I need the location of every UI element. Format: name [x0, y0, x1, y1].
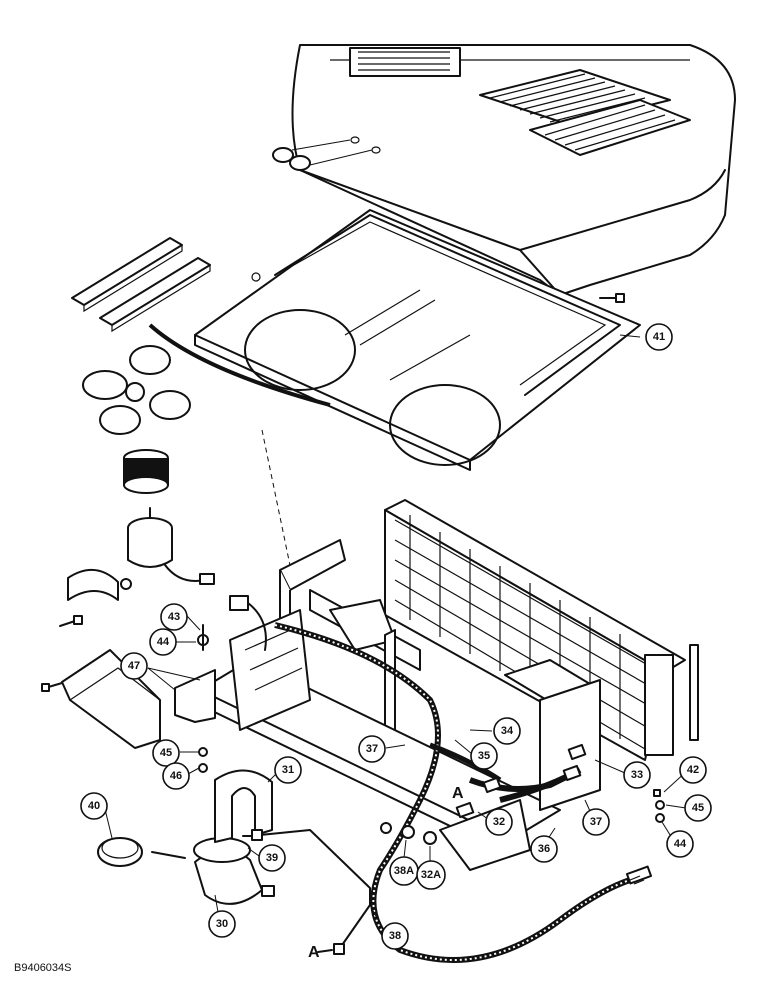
blower-motor: [127, 507, 215, 585]
section-mark-a-lower: A: [308, 944, 320, 961]
wire-connector: [625, 865, 653, 885]
fan-shroud-ring: [123, 449, 169, 494]
callout-39: 39: [258, 844, 286, 872]
callout-43: 43: [160, 603, 188, 631]
callout-42: 42: [679, 756, 707, 784]
right-bolt-set: [653, 789, 665, 823]
fan-blade: [82, 345, 191, 435]
section-mark-a-upper: A: [452, 785, 464, 802]
svg-text:46: 46: [170, 770, 182, 782]
callout-46: 46: [162, 762, 190, 790]
svg-text:38A: 38A: [394, 865, 414, 877]
svg-text:45: 45: [160, 747, 172, 759]
svg-text:44: 44: [157, 636, 170, 648]
harness-connector: [229, 595, 267, 651]
wire-harness-upper: [148, 323, 331, 407]
callout-44: 44: [149, 628, 177, 656]
callout-45: 45: [152, 739, 180, 767]
svg-text:33: 33: [631, 769, 643, 781]
callout-34: 34: [493, 717, 521, 745]
roof-knob-left: [272, 136, 381, 171]
callout-36: 36: [530, 835, 558, 863]
svg-text:40: 40: [88, 800, 100, 812]
svg-text:39: 39: [266, 852, 278, 864]
left-cover-panel: [41, 649, 161, 749]
callout-30: 30: [208, 910, 236, 938]
callout-32: 32: [485, 808, 513, 836]
callout-32a: 32A: [416, 860, 446, 890]
callout-31: 31: [274, 756, 302, 784]
gasket-frame-plate: [194, 209, 641, 471]
drier-clamp: [214, 769, 273, 843]
seal-strip-lower: [99, 257, 211, 333]
svg-text:38: 38: [389, 930, 401, 942]
svg-text:32A: 32A: [421, 869, 441, 881]
callout-45b: 45: [684, 794, 712, 822]
callout-37b: 37: [582, 808, 610, 836]
svg-text:31: 31: [282, 764, 294, 776]
callout-44b: 44: [666, 830, 694, 858]
receiver-drier: [193, 837, 275, 905]
vent-grille-left: [349, 47, 461, 77]
callout-38a: 38A: [389, 856, 419, 886]
svg-text:37: 37: [366, 743, 378, 755]
callout-37: 37: [358, 735, 386, 763]
tube-38: [251, 829, 371, 955]
clamp-ring: [97, 837, 143, 867]
hose-fittings: [380, 742, 587, 845]
document-number: B9406034S: [14, 962, 72, 974]
svg-text:35: 35: [478, 750, 490, 762]
svg-text:36: 36: [538, 843, 550, 855]
callout-47: 47: [120, 652, 148, 680]
motor-bracket-strap: [59, 569, 132, 627]
svg-text:43: 43: [168, 611, 180, 623]
vent-grille-right: [479, 69, 691, 156]
svg-text:41: 41: [653, 331, 665, 343]
callout-33: 33: [623, 761, 651, 789]
svg-text:44: 44: [674, 838, 687, 850]
svg-text:32: 32: [493, 816, 505, 828]
svg-text:37: 37: [590, 816, 602, 828]
callout-41: 41: [645, 323, 673, 351]
svg-text:34: 34: [501, 725, 514, 737]
callout-38: 38: [381, 922, 409, 950]
svg-text:30: 30: [216, 918, 228, 930]
seal-strip-upper: [71, 237, 183, 313]
svg-text:47: 47: [128, 660, 140, 672]
svg-text:45: 45: [692, 802, 704, 814]
callout-35: 35: [470, 742, 498, 770]
mounting-bracket-47: [174, 624, 216, 773]
cab-roof-cover: [272, 44, 736, 303]
svg-text:42: 42: [687, 764, 699, 776]
callout-40: 40: [80, 792, 108, 820]
hose-36: [274, 622, 631, 963]
